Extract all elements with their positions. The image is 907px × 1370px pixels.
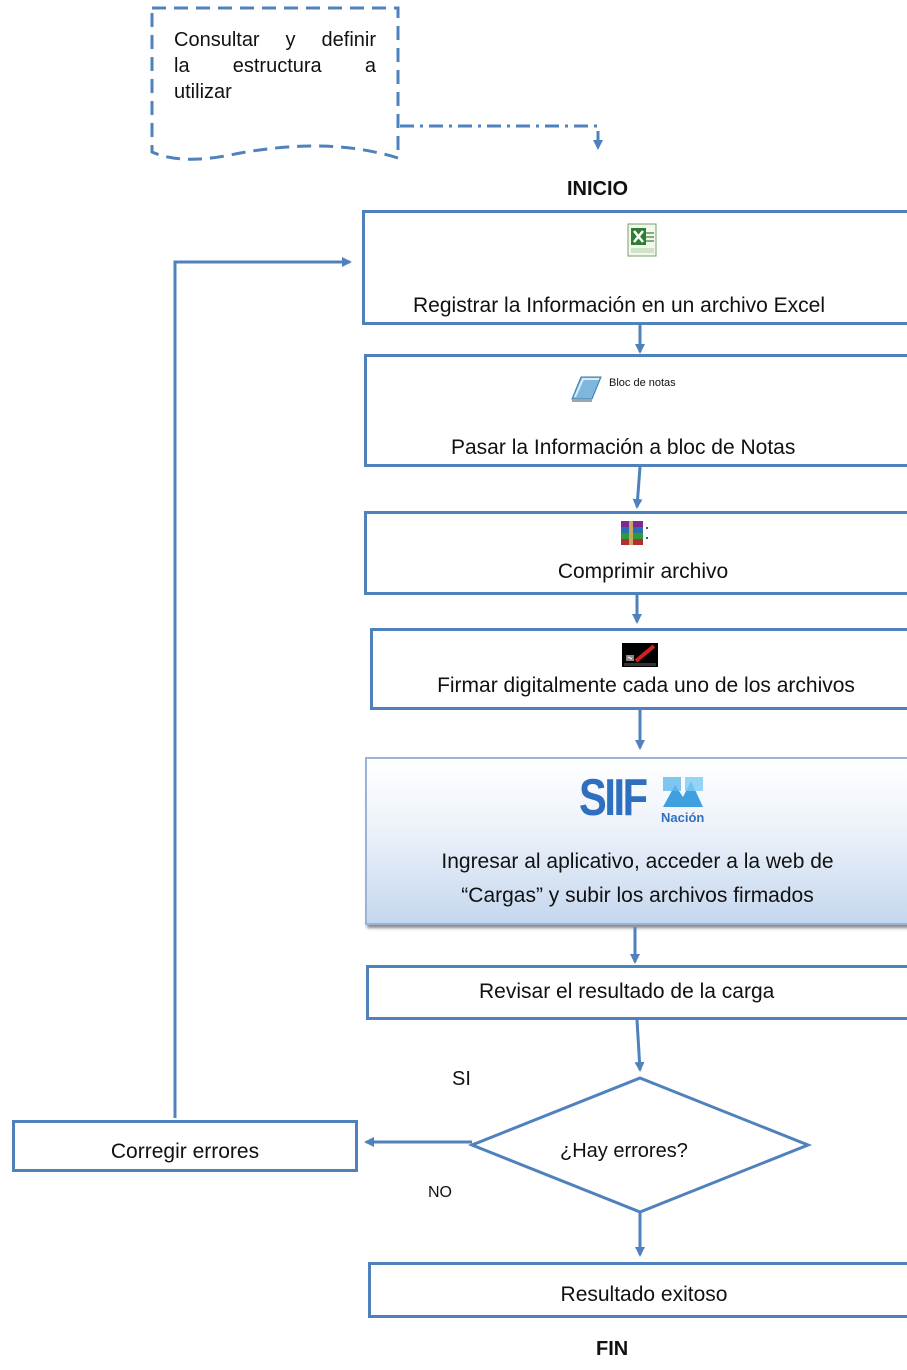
step-notepad-label: Pasar la Información a bloc de Notas <box>451 436 796 459</box>
start-label: INICIO <box>566 178 629 200</box>
success-box: Resultado exitoso <box>368 1262 907 1318</box>
excel-icon <box>627 223 657 257</box>
step-sign: Firmar digitalmente cada uno de los arch… <box>370 628 907 710</box>
end-label: FIN <box>596 1338 629 1360</box>
notepad-icon <box>569 373 603 403</box>
note-line-3: utilizar <box>174 81 232 103</box>
decision-yes-label: SI <box>452 1068 471 1090</box>
step-compress-label: Comprimir archivo <box>557 560 729 583</box>
correct-errors-box: Corregir errores <box>12 1120 358 1172</box>
arrow-error-loop <box>173 257 352 1118</box>
step-review-label: Revisar el resultado de la carga <box>479 980 775 1003</box>
step-siif-label-line1: Ingresar al aplicativo, acceder a la web… <box>441 850 834 873</box>
step-notepad: Bloc de notas Pasar la Información a blo… <box>364 354 907 467</box>
notepad-icon-caption: Bloc de notas <box>609 377 676 389</box>
arrow-step2-step3 <box>632 466 643 509</box>
step-register-excel: Registrar la Información en un archivo E… <box>362 210 907 325</box>
step-siif-upload: SIIF Nación Ingresar al aplicativo, acce… <box>365 757 907 925</box>
note-text: Consultar y definir la estructura a util… <box>174 27 376 105</box>
step-review-result: Revisar el resultado de la carga <box>366 965 907 1020</box>
step-register-excel-label: Registrar la Información en un archivo E… <box>413 294 826 317</box>
winrar-icon <box>619 519 653 547</box>
note-outline <box>150 6 400 161</box>
decision-label: ¿Hay errores? <box>560 1140 688 1162</box>
step-siif-label-line2: “Cargas” y subir los archivos firmados <box>461 884 814 907</box>
note-connector <box>400 124 603 150</box>
siif-logo-text: SIIF <box>579 769 648 827</box>
correct-errors-label: Corregir errores <box>110 1140 260 1163</box>
siif-logo-subtext: Nación <box>661 810 705 825</box>
step-sign-label: Firmar digitalmente cada uno de los arch… <box>437 674 855 697</box>
success-label: Resultado exitoso <box>560 1283 728 1306</box>
note-line-2: la estructura a <box>174 55 376 77</box>
siif-nacion-logo: SIIF Nación <box>579 769 709 831</box>
decision-no-label: NO <box>428 1184 452 1201</box>
note-line-1: Consultar y definir <box>174 29 376 51</box>
certifirma-icon <box>622 643 658 667</box>
arrow-step6-decision <box>634 1019 645 1072</box>
step-compress: Comprimir archivo <box>364 511 907 595</box>
